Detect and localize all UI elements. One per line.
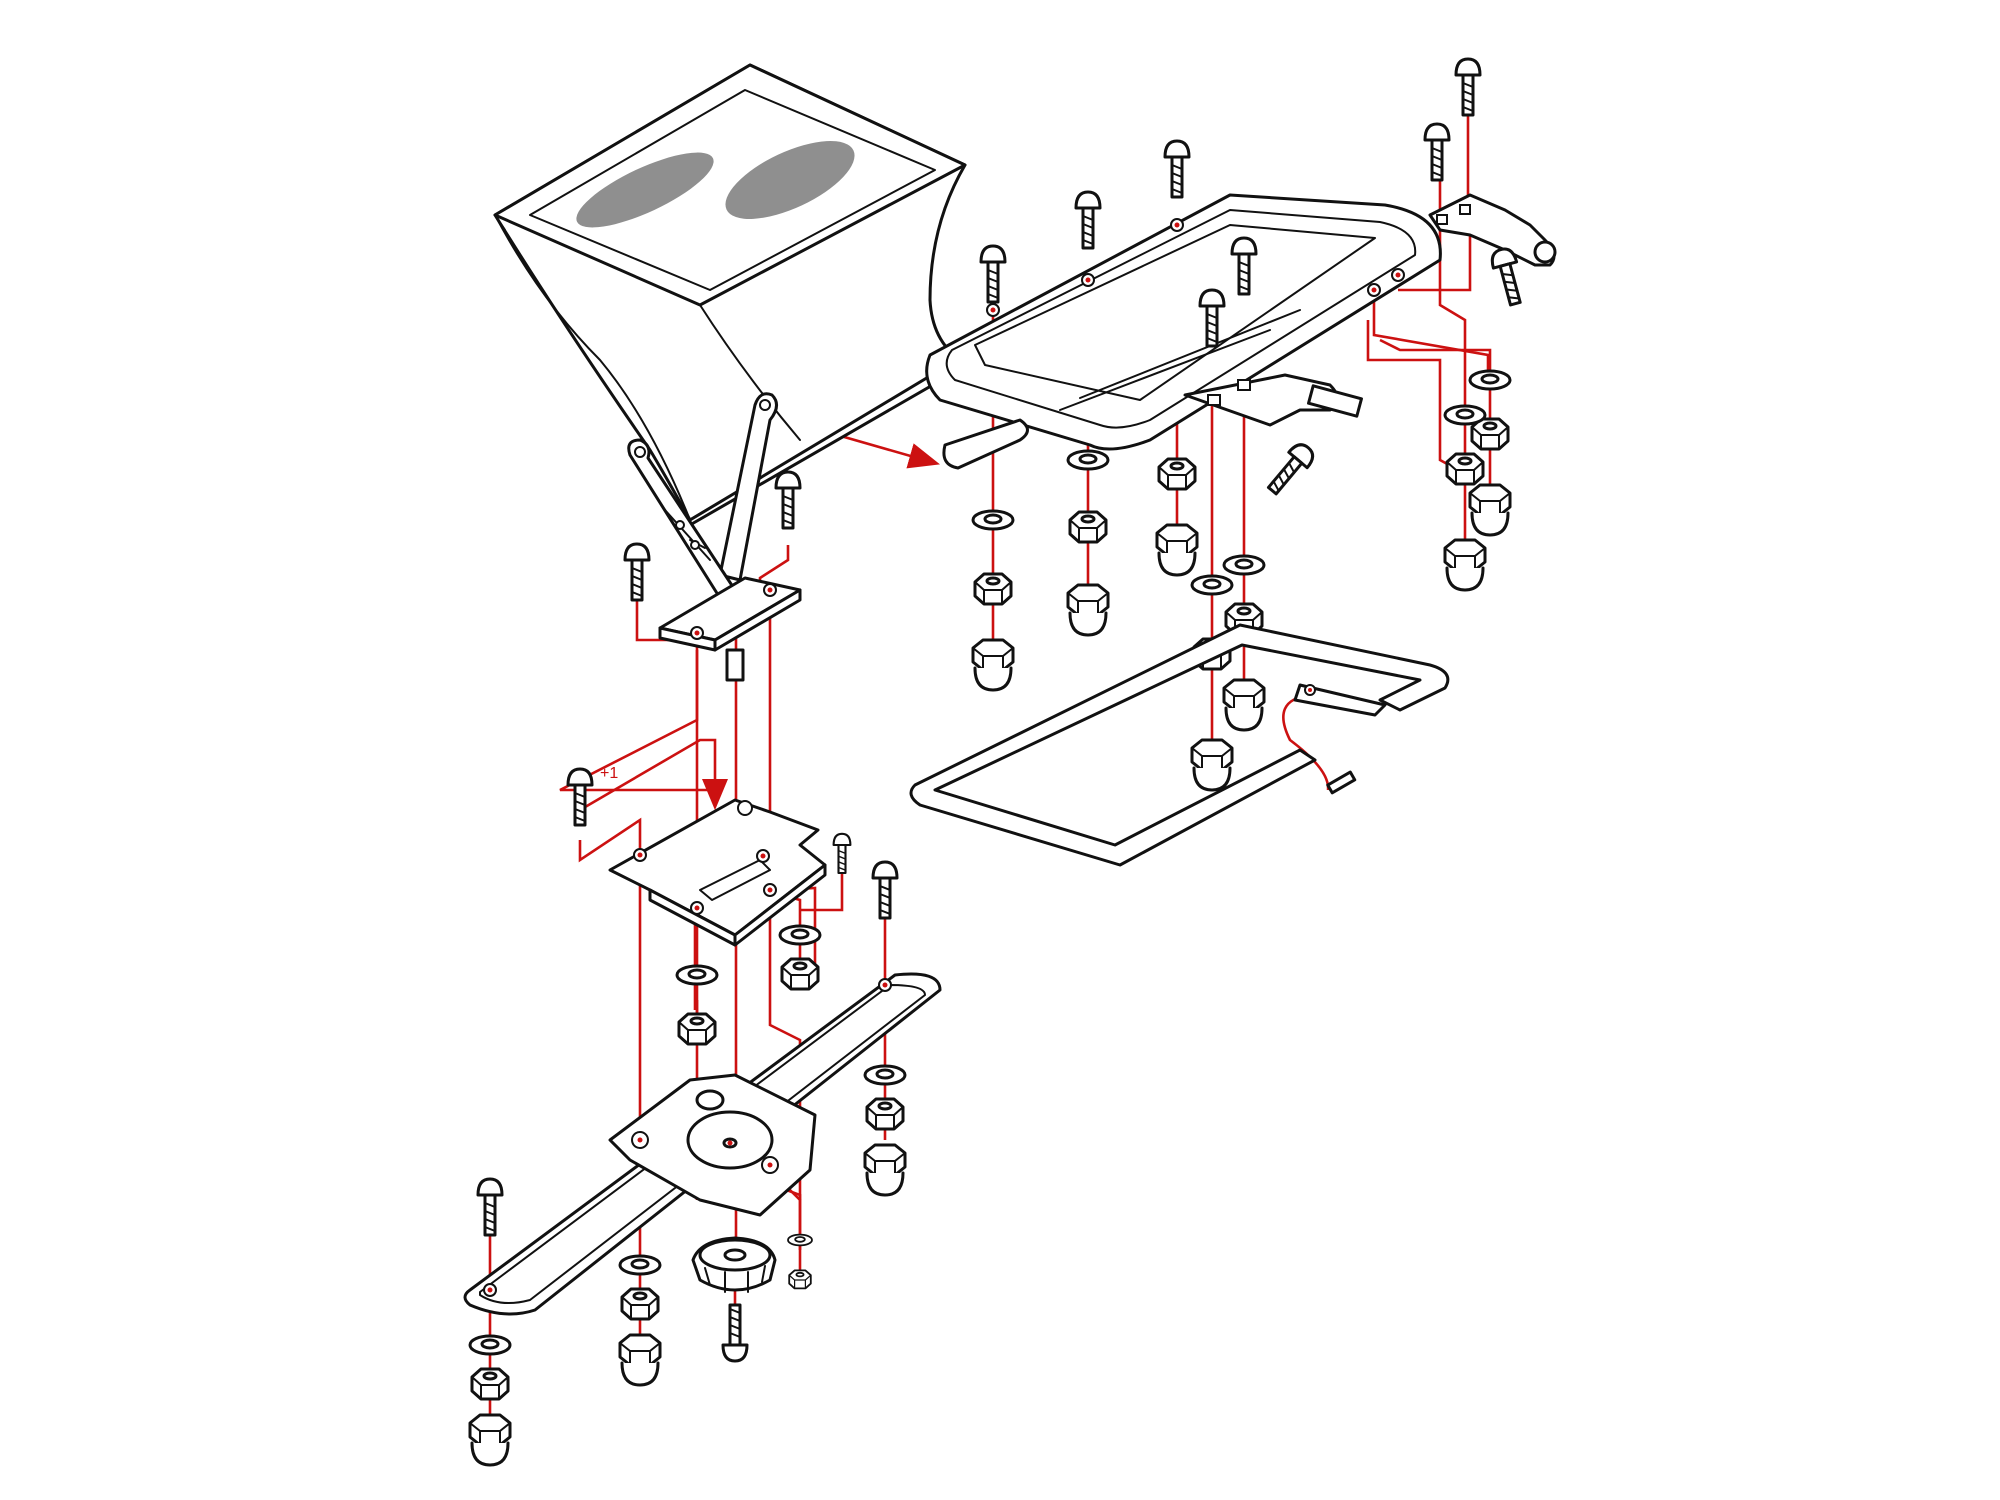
- knob-bolt: [721, 1303, 749, 1363]
- rail-nut-right: [865, 1097, 905, 1131]
- tray-slot-tab: [942, 418, 1029, 470]
- hub-washer-left: [618, 1254, 662, 1276]
- base-rail: [463, 860, 942, 1316]
- plate-small-screw: [832, 832, 852, 875]
- tray-nut-3: [1157, 457, 1197, 491]
- plate-bolt-left: [566, 767, 594, 827]
- mesh-pad: [493, 63, 967, 527]
- tray-bolt-2: [1074, 190, 1102, 250]
- hub-nut-left: [620, 1287, 660, 1321]
- plate-washer-1: [675, 964, 719, 986]
- guide-plus-one: [579, 738, 728, 812]
- lever-stem: [725, 648, 745, 682]
- bracket-washer-2: [1443, 404, 1487, 426]
- tray-hinge-screw: [1261, 438, 1319, 500]
- rail-washer-left: [468, 1334, 512, 1356]
- hub-small-nut: [788, 1269, 812, 1290]
- tray-washer-4: [1222, 554, 1266, 576]
- bracket-bolt-1: [1454, 57, 1482, 117]
- rail-acorn-right: [863, 1143, 907, 1197]
- plus-one-annotation: +1: [600, 765, 618, 782]
- tray-acorn-3: [1155, 523, 1199, 577]
- tray-acorn-1: [971, 638, 1015, 692]
- mesh-shading-right: [725, 141, 855, 219]
- wire-frame: [909, 623, 1450, 867]
- plate-nut-1: [677, 1012, 717, 1046]
- tray-nut-2: [1068, 510, 1108, 544]
- lever-bolt-right: [774, 470, 802, 530]
- lever-bolt-left: [623, 542, 651, 602]
- plate-washer-2: [778, 924, 822, 946]
- mesh-shading-left: [576, 152, 714, 228]
- rail-nut-left: [470, 1367, 510, 1401]
- mount-plate: +1: [566, 765, 852, 947]
- tray-acorn-4: [1222, 678, 1266, 732]
- rail-end-bolt-left: [476, 1177, 504, 1237]
- plate-nut-2: [780, 957, 820, 991]
- tray-washer-1: [971, 509, 1015, 531]
- tray-acorn-2: [1066, 583, 1110, 637]
- tray-washer-5: [1190, 574, 1234, 596]
- plate-hardware: [675, 924, 822, 1046]
- hub-small-washer: [787, 1233, 813, 1247]
- bracket-acorn-2: [1443, 538, 1487, 592]
- tray-plate: [925, 193, 1442, 500]
- rail-acorn-left: [468, 1413, 512, 1467]
- frame-pin: [1326, 770, 1357, 795]
- tray-washer-2: [1066, 449, 1110, 471]
- tray-acorn-5: [1190, 738, 1234, 792]
- bracket-acorn-1: [1468, 483, 1512, 537]
- guide-bracket-4: [1438, 220, 1467, 560]
- lever-assembly: [623, 392, 802, 682]
- bracket-nut-2: [1445, 452, 1485, 486]
- tray-hinge-tab: [1307, 384, 1363, 418]
- tray-bolt-3: [1163, 139, 1191, 199]
- lever-arm-right: [718, 392, 778, 582]
- clamp-knob: [691, 1236, 777, 1293]
- bracket-bolt-2: [1423, 122, 1451, 182]
- frame-spring-clip: [1293, 683, 1387, 717]
- rail-washer-right: [863, 1064, 907, 1086]
- tray-bolt-1: [979, 244, 1007, 304]
- rail-end-bolt-right: [871, 860, 899, 920]
- bracket-washer-1: [1468, 369, 1512, 391]
- hub-acorn-left: [618, 1333, 662, 1387]
- guide-spring: [1282, 693, 1330, 791]
- hinge-bracket: [1428, 193, 1557, 309]
- base-hardware: [468, 1064, 907, 1467]
- tray-nut-1: [973, 572, 1013, 606]
